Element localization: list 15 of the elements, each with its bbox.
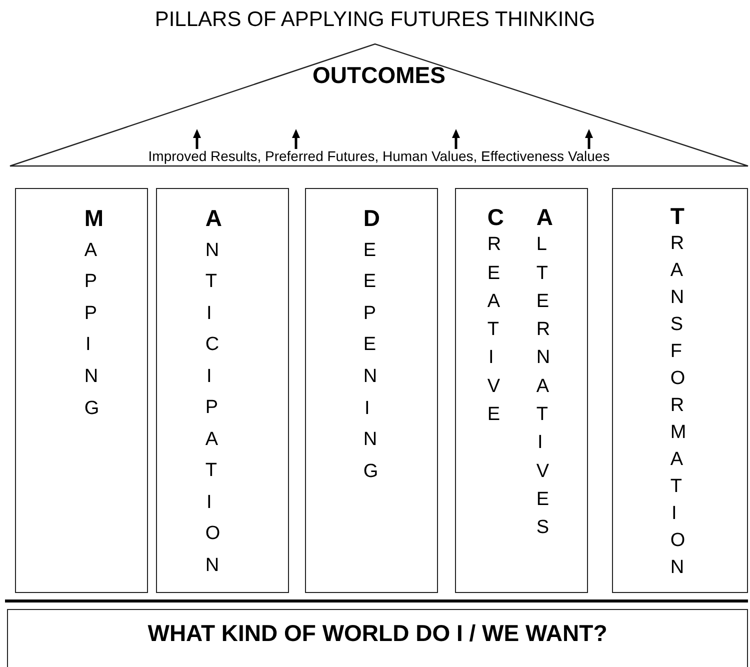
roof-heading: OUTCOMES [312, 62, 446, 89]
pillar-box [305, 188, 438, 593]
pillar-box [612, 188, 748, 593]
pillar-box [455, 188, 588, 593]
pillar-label: DEEPENING [362, 204, 382, 484]
outcome-values: Improved Results, Preferred Futures, Human Values, Effectiveness Values [147, 148, 611, 164]
pillar-label: MAPPING [83, 204, 104, 421]
title: PILLARS OF APPLYING FUTURES THINKING [154, 8, 596, 32]
pillar-label: ALTERNATIVES [535, 203, 556, 540]
pillar-box [156, 188, 289, 593]
pillar-box [15, 188, 148, 593]
question-box: WHAT KIND OF WORLD DO I / WE WANT? [7, 609, 748, 667]
pillar-label: ANTICIPATION [204, 204, 224, 578]
pillar-label: CREATIVE [486, 203, 506, 428]
pillar-label: TRANSFORMATION [669, 203, 690, 580]
